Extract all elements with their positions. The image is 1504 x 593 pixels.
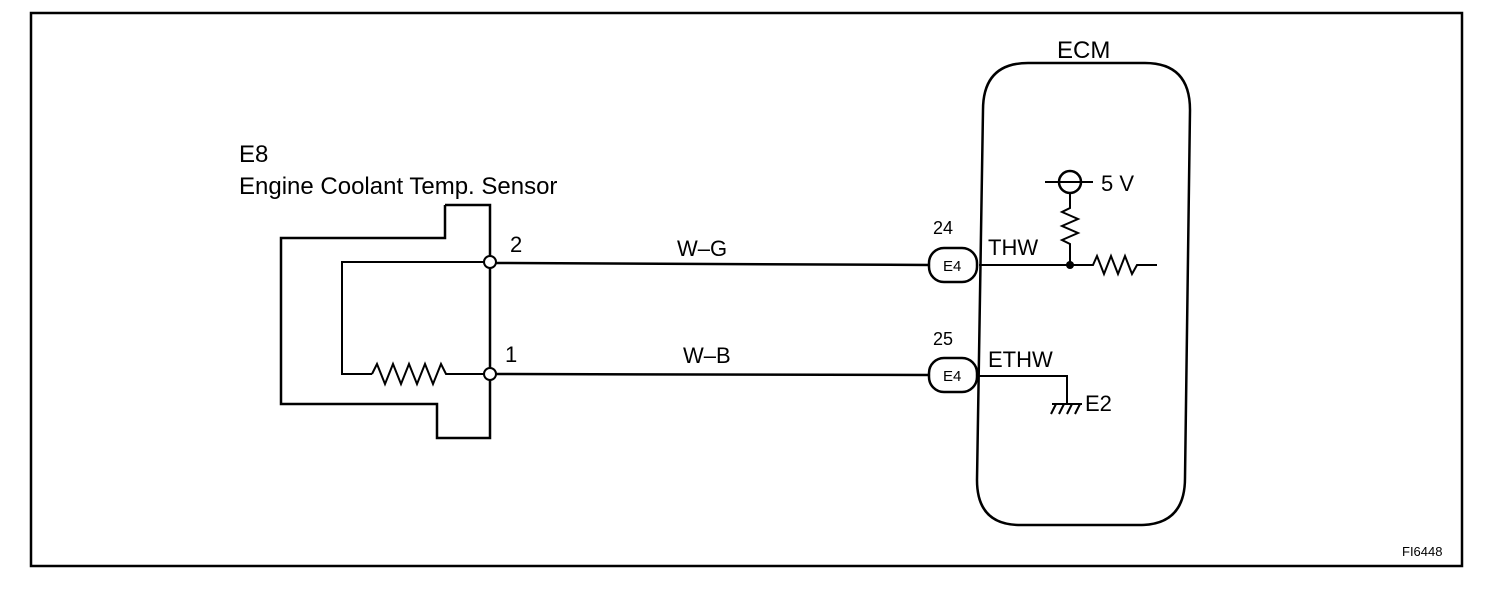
sensor-terminal-1 <box>483 367 497 381</box>
connector-e4-bottom-label: E4 <box>943 368 961 385</box>
ecm-thw-label: THW <box>988 235 1038 260</box>
sensor-name: Engine Coolant Temp. Sensor <box>239 173 557 200</box>
ecm-title: ECM <box>1057 37 1110 64</box>
wire-w-g <box>495 261 933 267</box>
ground-icon <box>1050 403 1081 415</box>
ground-label: E2 <box>1085 391 1112 416</box>
connector-e4-top-label: E4 <box>943 258 961 275</box>
connector-e4-bottom <box>927 356 979 394</box>
sensor-housing <box>279 203 492 440</box>
sensor-resistor <box>371 361 490 387</box>
connector-e4-top <box>927 246 979 284</box>
sensor-pin-1-label: 1 <box>505 342 517 367</box>
wire-w-g-label: W–G <box>677 236 727 261</box>
sensor-pin-2-label: 2 <box>510 232 522 257</box>
ecm-ethw-line <box>979 375 1068 404</box>
sensor-code: E8 <box>239 141 268 168</box>
connector-pin-24: 24 <box>933 218 953 238</box>
figure-code: FI6448 <box>1402 544 1442 559</box>
ecm-ethw-label: ETHW <box>988 347 1053 372</box>
ecm-load-resistor <box>1070 253 1157 277</box>
sensor-terminal-2 <box>483 255 497 269</box>
ecm-box <box>975 61 1192 527</box>
wire-w-b-label: W–B <box>683 343 731 368</box>
supply-voltage-label: 5 V <box>1101 171 1134 196</box>
ecm-pullup-resistor <box>1059 193 1081 265</box>
connector-pin-25: 25 <box>933 329 953 349</box>
wire-w-b <box>495 372 933 377</box>
diagram-frame <box>29 11 1464 568</box>
sensor-internal-loop <box>341 261 490 375</box>
